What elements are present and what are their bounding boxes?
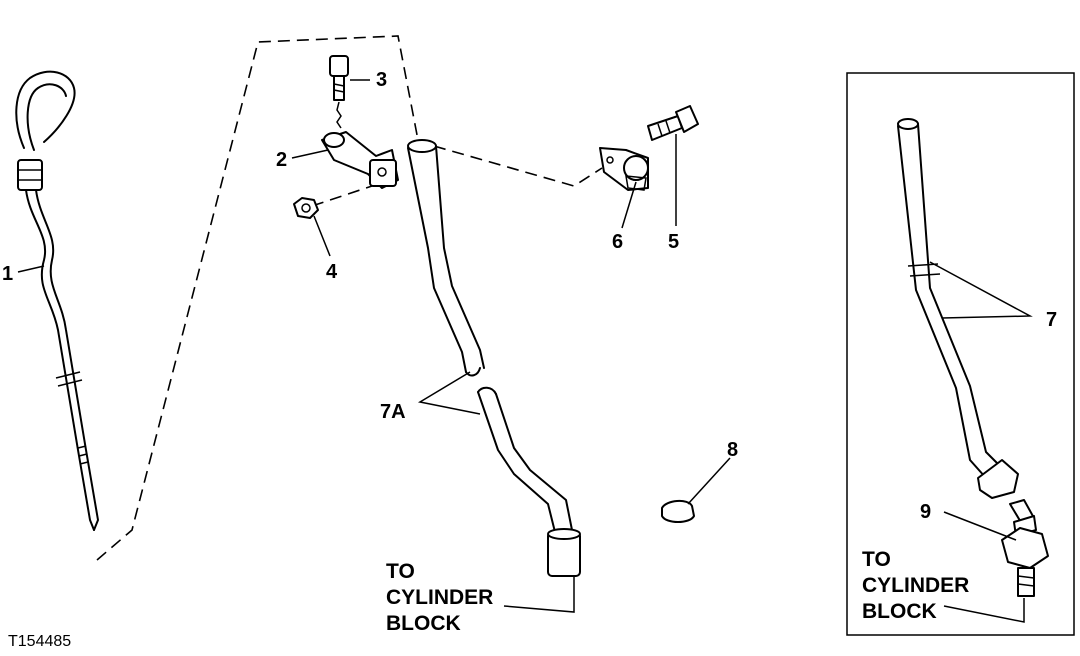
dest-inset-line-2: CYLINDER xyxy=(862,574,969,597)
cap-screw-part-5 xyxy=(647,105,699,141)
assembly-dashed-lines xyxy=(96,35,603,561)
dest-inset-line-1: TO xyxy=(862,548,891,571)
callout-2: 2 xyxy=(276,149,287,171)
dipstick-part-1 xyxy=(15,70,99,531)
plug-part-8 xyxy=(661,500,695,523)
callout-7: 7 xyxy=(1046,309,1057,331)
callout-6: 6 xyxy=(612,231,623,253)
callout-7a: 7A xyxy=(380,401,406,423)
tube-part-7a xyxy=(407,139,581,577)
callout-1: 1 xyxy=(2,263,13,285)
bolt-part-3 xyxy=(329,55,349,129)
dest-inset-line-3: BLOCK xyxy=(862,600,937,623)
destination-label-inset: TO CYLINDER BLOCK xyxy=(862,548,969,623)
inset-fitting-part-9 xyxy=(1001,499,1049,597)
inset-tube-part-7 xyxy=(897,118,1019,499)
callout-9: 9 xyxy=(920,501,931,523)
leader-lines xyxy=(17,79,1033,623)
clamp-part-2 xyxy=(321,131,399,189)
inset-frame xyxy=(846,72,1075,636)
callout-8: 8 xyxy=(727,439,738,461)
dest-left-line-2: CYLINDER xyxy=(386,586,493,609)
nut-part-4 xyxy=(293,197,319,219)
figure-id: T154485 xyxy=(8,633,71,650)
destination-label-left: TO CYLINDER BLOCK xyxy=(386,560,493,635)
dest-left-line-3: BLOCK xyxy=(386,612,461,635)
callout-4: 4 xyxy=(326,261,338,283)
callout-labels: 1 2 3 4 5 6 7A 7 8 9 xyxy=(2,69,1057,523)
callout-3: 3 xyxy=(376,69,387,91)
dest-left-line-1: TO xyxy=(386,560,415,583)
callout-5: 5 xyxy=(668,231,679,253)
clip-part-6 xyxy=(599,147,649,191)
